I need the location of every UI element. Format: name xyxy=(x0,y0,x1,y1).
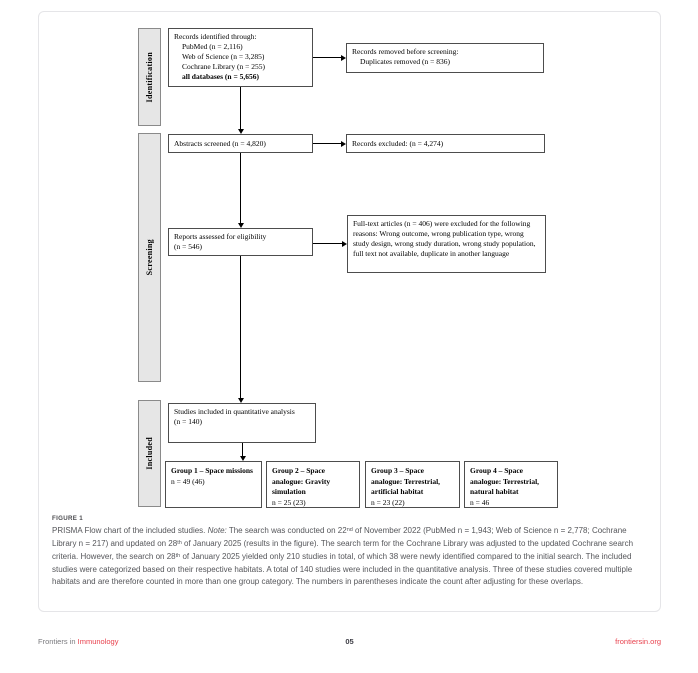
fulltext-excluded-text: Full-text articles (n = 406) were exclud… xyxy=(353,219,536,258)
abstracts-screened-text: Abstracts screened (n = 4,820) xyxy=(174,138,266,148)
box-studies-included: Studies included in quantitative analysi… xyxy=(168,403,316,443)
box-abstracts-screened: Abstracts screened (n = 4,820) xyxy=(168,134,313,153)
stage-label-screening: Screening xyxy=(138,133,161,382)
stage-label-identification: Identification xyxy=(138,28,161,126)
caption-seg-4: of November 2022 (PubMed n = 1,943; Web … xyxy=(52,526,627,548)
box-fulltext-excluded: Full-text articles (n = 406) were exclud… xyxy=(347,215,546,273)
reports-assessed-text: Reports assessed for eligibility xyxy=(174,232,267,241)
caption-seg-8: of January 2025 yielded only 210 studies… xyxy=(52,552,633,586)
group-4-title: Group 4 – Space analogue: Terrestrial, n… xyxy=(470,466,540,496)
figure-caption-text: PRISMA Flow chart of the included studie… xyxy=(52,525,649,588)
box-group-4: Group 4 – Space analogue: Terrestrial, n… xyxy=(464,461,558,508)
caption-sup-th-1: th xyxy=(177,539,182,546)
group-2-title: Group 2 – Space analogue: Gravity simula… xyxy=(272,466,331,496)
box-records-identified: Records identified through: PubMed (n = … xyxy=(168,28,313,87)
box-group-2: Group 2 – Space analogue: Gravity simula… xyxy=(266,461,360,508)
stage-label-included-text: Included xyxy=(145,437,154,470)
caption-seg-0: PRISMA Flow chart of the included studie… xyxy=(52,526,208,535)
footer-site-link[interactable]: frontiersin.org xyxy=(615,637,662,646)
group-2-count: n = 25 (23) xyxy=(272,497,306,507)
box-group-3: Group 3 – Space analogue: Terrestrial, a… xyxy=(365,461,460,508)
figure-caption-label: FIGURE 1 xyxy=(52,515,83,522)
page-footer: Frontiers in Immunology 05 frontiersin.o… xyxy=(38,637,661,646)
caption-sup-nd: nd xyxy=(346,526,353,533)
records-identified-wos: Web of Science (n = 3,285) xyxy=(182,52,265,61)
caption-sup-th-2: th xyxy=(175,552,181,559)
records-identified-total: all databases (n = 5,656) xyxy=(182,72,259,81)
caption-seg-6: of January 2025 (results in the figure).… xyxy=(52,539,634,561)
stage-label-included: Included xyxy=(138,400,161,507)
group-3-count: n = 23 (22) xyxy=(371,497,405,507)
box-reports-assessed: Reports assessed for eligibility (n = 54… xyxy=(168,228,313,256)
box-group-1: Group 1 – Space missions n = 49 (46) xyxy=(165,461,262,508)
group-4-count: n = 46 xyxy=(470,497,490,507)
records-identified-pubmed: PubMed (n = 2,116) xyxy=(182,42,243,51)
stage-label-screening-text: Screening xyxy=(145,239,154,276)
box-records-removed: Records removed before screening: Duplic… xyxy=(346,43,544,73)
reports-assessed-count: (n = 546) xyxy=(174,242,202,251)
arrow-identified-to-screened xyxy=(237,87,244,134)
group-3-title: Group 3 – Space analogue: Terrestrial, a… xyxy=(371,466,441,496)
caption-seg-2: The search was conducted on 22 xyxy=(226,526,347,535)
records-excluded-text: Records excluded: (n = 4,274) xyxy=(352,138,444,148)
group-1-count: n = 49 (46) xyxy=(171,476,205,486)
arrow-screened-to-excluded xyxy=(313,140,346,147)
arrow-screened-to-assessed xyxy=(237,153,244,228)
records-identified-cochrane: Cochrane Library (n = 255) xyxy=(182,62,265,71)
studies-included-count: (n = 140) xyxy=(174,417,202,426)
stage-label-identification-text: Identification xyxy=(145,51,154,103)
footer-page-number: 05 xyxy=(345,637,354,646)
records-removed-duplicates: Duplicates removed (n = 836) xyxy=(360,57,451,66)
group-1-title: Group 1 – Space missions xyxy=(171,466,253,475)
arrow-assessed-to-fulltext xyxy=(313,240,347,247)
arrow-included-to-groups xyxy=(239,443,246,461)
footer-journal: Frontiers in Immunology xyxy=(38,637,246,646)
records-removed-title: Records removed before screening: xyxy=(352,47,459,56)
box-records-excluded: Records excluded: (n = 4,274) xyxy=(346,134,545,153)
footer-journal-prefix: Frontiers in xyxy=(38,637,76,646)
arrow-identified-to-removed xyxy=(313,54,346,61)
records-identified-title: Records identified through: xyxy=(174,32,257,41)
footer-journal-name: Immunology xyxy=(77,637,119,646)
studies-included-text: Studies included in quantitative analysi… xyxy=(174,407,295,416)
caption-note-italic: Note: xyxy=(207,526,227,535)
arrow-assessed-to-included xyxy=(237,256,244,403)
